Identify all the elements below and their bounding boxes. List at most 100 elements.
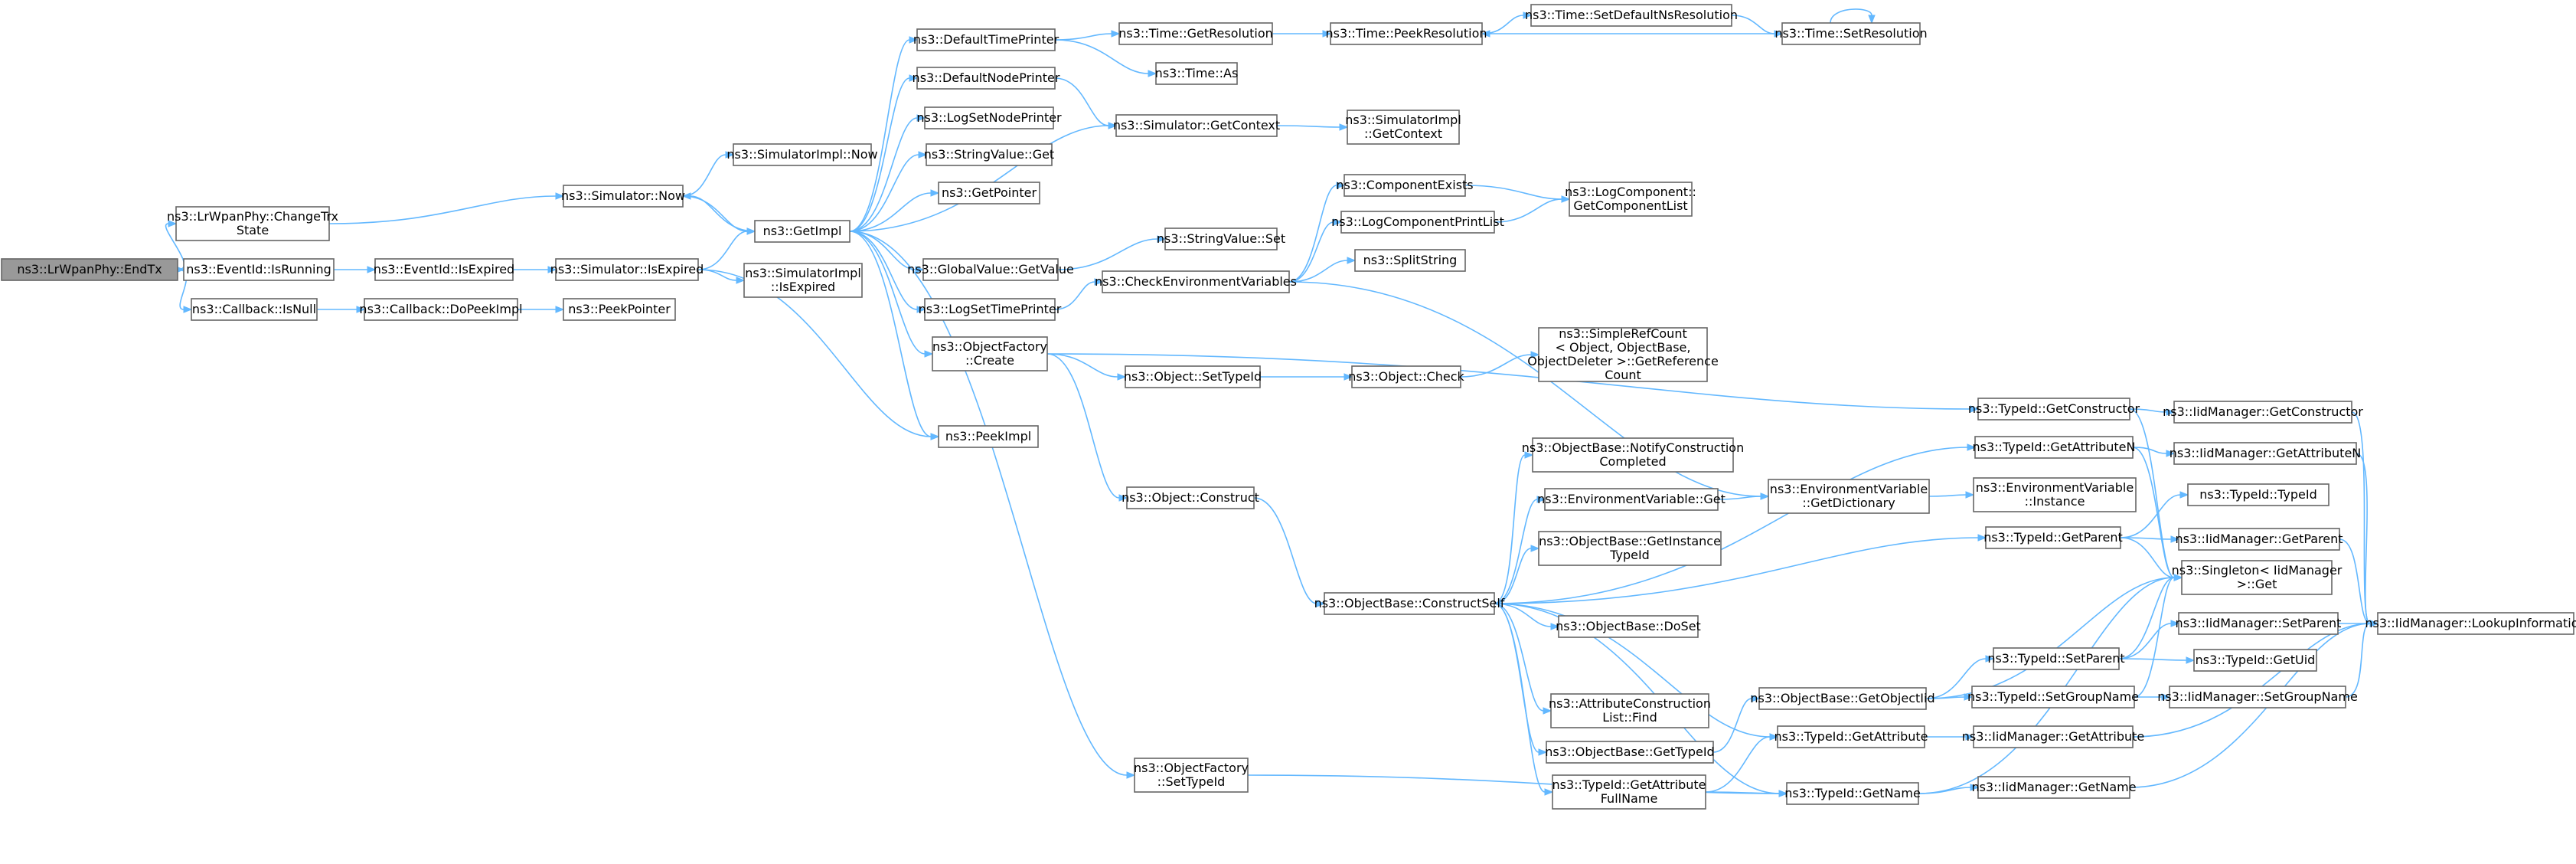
node-ns3-iidmanager-setgroupname[interactable]: ns3::IidManager::SetGroupName xyxy=(2157,686,2358,709)
edge-n0-to-n3 xyxy=(177,269,193,313)
node-ns3-peekimpl[interactable]: ns3::PeekImpl xyxy=(938,425,1039,448)
edge-line xyxy=(682,154,726,197)
node-ns3-typeid-getattributen[interactable]: ns3::TypeId::GetAttributeN xyxy=(1973,436,2136,459)
node-box xyxy=(924,298,1056,321)
node-ns3-environmentvariable-instance[interactable]: ns3::EnvironmentVariable::Instance xyxy=(1973,477,2137,512)
edge-line xyxy=(690,195,756,232)
node-label-line: ns3::CheckEnvironmentVariables xyxy=(1095,274,1297,289)
node-ns3-splitstring[interactable]: ns3::SplitString xyxy=(1354,249,1466,272)
edge-arrowhead xyxy=(1965,733,1975,741)
node-ns3-lrwpanphy-endtx[interactable]: ns3::LrWpanPhy::EndTx xyxy=(1,258,178,281)
node-ns3-stringvalue-set[interactable]: ns3::StringValue::Set xyxy=(1157,227,1285,250)
node-label-line: ::SetTypeId xyxy=(1157,774,1226,789)
node-ns3-stringvalue-get[interactable]: ns3::StringValue::Get xyxy=(924,143,1054,166)
edge-arrowhead xyxy=(918,151,928,159)
node-ns3-simulatorimpl-getcontext[interactable]: ns3::SimulatorImpl::GetContext xyxy=(1345,110,1461,145)
edge-line xyxy=(2132,447,2167,454)
node-ns3-getimpl[interactable]: ns3::GetImpl xyxy=(754,220,851,243)
node-ns3-singleton-iidmanager-get[interactable]: ns3::Singleton< IidManager>::Get xyxy=(2172,560,2343,595)
node-ns3-objectfactory-create[interactable]: ns3::ObjectFactory::Create xyxy=(932,336,1048,371)
node-label-line: Count xyxy=(1605,368,1641,382)
node-ns3-typeid-getconstructor[interactable]: ns3::TypeId::GetConstructor xyxy=(1968,398,2140,421)
edge-n39-to-n54 xyxy=(1494,534,1987,604)
node-label-line: State xyxy=(237,223,269,237)
node-ns3-typeid-getname[interactable]: ns3::TypeId::GetName xyxy=(1784,782,1921,805)
edge-n56-to-n66 xyxy=(2134,693,2171,701)
node-ns3-checkenvironmentvariables[interactable]: ns3::CheckEnvironmentVariables xyxy=(1095,270,1297,293)
edge-arrowhead xyxy=(909,36,919,44)
node-ns3-object-construct[interactable]: ns3::Object::Construct xyxy=(1121,486,1259,509)
edge-line xyxy=(2118,623,2172,659)
node-box xyxy=(2173,401,2352,424)
node-ns3-eventid-isrunning[interactable]: ns3::EventId::IsRunning xyxy=(183,258,335,281)
node-label-line: ns3::TypeId::TypeId xyxy=(2199,487,2316,502)
node-box xyxy=(1993,647,2120,670)
node-ns3-defaulttimeprinter[interactable]: ns3::DefaultTimePrinter xyxy=(913,28,1059,51)
node-ns3-iidmanager-lookupinformation[interactable]: ns3::IidManager::LookupInformation xyxy=(2365,612,2576,635)
node-ns3-componentexists[interactable]: ns3::ComponentExists xyxy=(1336,174,1474,197)
node-ns3-globalvalue-getvalue[interactable]: ns3::GlobalValue::GetValue xyxy=(907,258,1074,281)
edge-arrowhead xyxy=(1538,748,1548,756)
node-ns3-logcomponent-getcomponentlist[interactable]: ns3::LogComponent::GetComponentList xyxy=(1565,182,1696,217)
node-ns3-time-as[interactable]: ns3::Time::As xyxy=(1155,62,1239,85)
node-ns3-eventid-isexpired[interactable]: ns3::EventId::IsExpired xyxy=(374,258,514,281)
node-label-line: ns3::IidManager::GetAttribute xyxy=(1962,729,2145,744)
node-ns3-environmentvariable-getdictionary[interactable]: ns3::EnvironmentVariable::GetDictionary xyxy=(1768,479,1930,514)
node-ns3-simulator-getcontext[interactable]: ns3::Simulator::GetContext xyxy=(1113,114,1280,137)
node-ns3-typeid-setgroupname[interactable]: ns3::TypeId::SetGroupName xyxy=(1967,686,2139,709)
node-ns3-simulatorimpl-now[interactable]: ns3::SimulatorImpl::Now xyxy=(726,143,878,166)
node-ns3-object-settypeid[interactable]: ns3::Object::SetTypeId xyxy=(1124,365,1262,388)
edge-n12-to-n22 xyxy=(1054,30,1121,41)
node-label-line: ns3::IidManager::SetParent xyxy=(2176,616,2342,630)
node-ns3-iidmanager-getconstructor[interactable]: ns3::IidManager::GetConstructor xyxy=(2163,401,2363,424)
node-ns3-time-getresolution[interactable]: ns3::Time::GetResolution xyxy=(1118,22,1273,45)
node-ns3-typeid-getparent[interactable]: ns3::TypeId::GetParent xyxy=(1983,526,2123,549)
edge-line xyxy=(2132,447,2175,578)
node-ns3-typeid-getuid[interactable]: ns3::TypeId::GetUid xyxy=(2193,649,2317,672)
node-ns3-getpointer[interactable]: ns3::GetPointer xyxy=(938,182,1040,205)
node-ns3-iidmanager-setparent[interactable]: ns3::IidManager::SetParent xyxy=(2176,612,2342,635)
edge-n50-to-n63 xyxy=(1918,574,2183,794)
node-ns3-object-check[interactable]: ns3::Object::Check xyxy=(1348,365,1465,388)
edge-arrowhead xyxy=(1778,790,1788,797)
node-ns3-simulatorimpl-isexpired[interactable]: ns3::SimulatorImpl::IsExpired xyxy=(743,263,863,298)
node-ns3-peekpointer[interactable]: ns3::PeekPointer xyxy=(563,298,676,321)
node-ns3-iidmanager-getattributen[interactable]: ns3::IidManager::GetAttributeN xyxy=(2170,442,2362,465)
node-ns3-logsetnodeprinter[interactable]: ns3::LogSetNodePrinter xyxy=(916,106,1062,129)
node-ns3-typeid-getattribute[interactable]: ns3::TypeId::GetAttribute xyxy=(1774,725,1928,748)
node-ns3-time-setresolution[interactable]: ns3::Time::SetResolution xyxy=(1774,22,1928,45)
node-ns3-defaultnodeprinter[interactable]: ns3::DefaultNodePrinter xyxy=(913,67,1060,90)
node-ns3-iidmanager-getparent[interactable]: ns3::IidManager::GetParent xyxy=(2175,528,2343,551)
node-ns3-simplerefcount-object-objectbase-objectdeleter-getreference-count[interactable]: ns3::SimpleRefCount< Object, ObjectBase,… xyxy=(1527,326,1719,382)
node-ns3-objectbase-gettypeid[interactable]: ns3::ObjectBase::GetTypeId xyxy=(1545,741,1715,764)
node-ns3-logcomponentprintlist[interactable]: ns3::LogComponentPrintList xyxy=(1331,211,1504,234)
node-ns3-simulator-isexpired[interactable]: ns3::Simulator::IsExpired xyxy=(550,258,704,281)
node-box xyxy=(2173,442,2357,465)
node-ns3-environmentvariable-get[interactable]: ns3::EnvironmentVariable::Get xyxy=(1537,488,1725,511)
edge-arrowhead xyxy=(1481,30,1490,38)
node-ns3-simulator-now[interactable]: ns3::Simulator::Now xyxy=(561,185,685,208)
node-ns3-objectbase-constructself[interactable]: ns3::ObjectBase::ConstructSelf xyxy=(1314,592,1505,615)
node-ns3-callback-dopeekimpl[interactable]: ns3::Callback::DoPeekImpl xyxy=(359,298,523,321)
node-ns3-iidmanager-getattribute[interactable]: ns3::IidManager::GetAttribute xyxy=(1962,725,2145,748)
node-ns3-logsettimeprinter[interactable]: ns3::LogSetTimePrinter xyxy=(919,298,1062,321)
edge-arrowhead xyxy=(2186,656,2196,664)
node-ns3-typeid-typeid[interactable]: ns3::TypeId::TypeId xyxy=(2187,483,2330,506)
node-ns3-callback-isnull[interactable]: ns3::Callback::IsNull xyxy=(191,298,318,321)
node-ns3-iidmanager-getname[interactable]: ns3::IidManager::GetName xyxy=(1971,776,2137,799)
node-ns3-objectbase-notifyconstruction-completed[interactable]: ns3::ObjectBase::NotifyConstructionCompl… xyxy=(1522,437,1744,473)
node-ns3-time-peekresolution[interactable]: ns3::Time::PeekResolution xyxy=(1325,22,1487,45)
node-ns3-objectbase-getobjectiid[interactable]: ns3::ObjectBase::GetObjectIid xyxy=(1750,687,1935,710)
edge-n28-to-n39 xyxy=(1253,497,1326,607)
node-ns3-time-setdefaultnsresolution[interactable]: ns3::Time::SetDefaultNsResolution xyxy=(1525,4,1738,27)
node-ns3-objectfactory-settypeid[interactable]: ns3::ObjectFactory::SetTypeId xyxy=(1134,758,1249,793)
edge-line xyxy=(1494,548,1532,604)
node-ns3-objectbase-doset[interactable]: ns3::ObjectBase::DoSet xyxy=(1556,615,1701,638)
node-ns3-typeid-setparent[interactable]: ns3::TypeId::SetParent xyxy=(1987,647,2125,670)
call-graph-nodes: ns3::LrWpanPhy::EndTx ns3::LrWpanPhy::Cha… xyxy=(1,4,2576,810)
node-box xyxy=(754,220,851,243)
